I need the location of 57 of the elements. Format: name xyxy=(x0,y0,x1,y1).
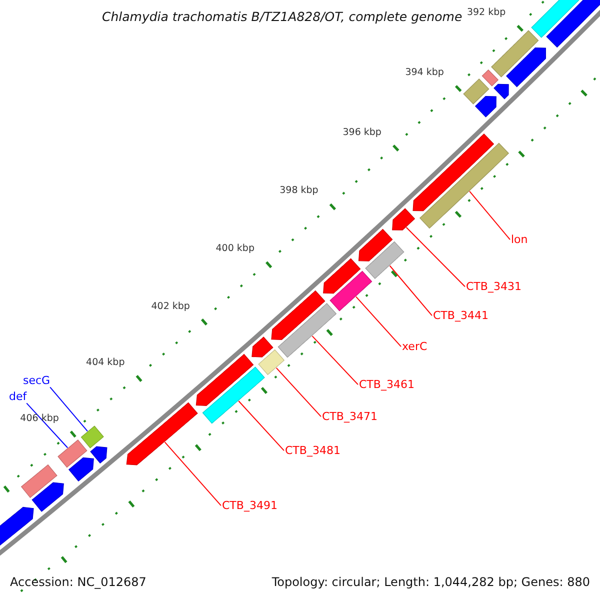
gene-label: CTB_3471 xyxy=(322,410,378,424)
scale-label: 402 kbp xyxy=(151,300,190,312)
gene-block xyxy=(474,96,496,118)
gene-block xyxy=(412,134,494,212)
accession-text: Accession: NC_012687 xyxy=(10,574,146,590)
leader-line xyxy=(312,336,358,386)
cog-bar xyxy=(80,426,104,448)
cog-bar xyxy=(463,78,490,104)
cog-bar xyxy=(330,270,372,312)
scale-label: 396 kbp xyxy=(342,126,382,138)
gene-label: xerC xyxy=(402,340,428,354)
gene-block xyxy=(358,228,393,262)
gene-label: CTB_3431 xyxy=(466,280,522,294)
leader-line xyxy=(26,402,68,448)
leader-line xyxy=(406,226,466,288)
scale-label: 404 kbp xyxy=(86,357,125,368)
gene-block xyxy=(126,402,198,466)
gene-block xyxy=(196,354,254,406)
gene-label: CTB_3491 xyxy=(222,499,278,512)
gene-block xyxy=(506,48,546,88)
cog-bar xyxy=(58,440,88,468)
gene-label: CTB_3461 xyxy=(359,378,414,392)
gene-block xyxy=(271,290,326,340)
gene-block xyxy=(392,208,416,230)
gene-block xyxy=(323,258,361,294)
cog-bar xyxy=(491,30,539,78)
scale-label: 392 kbp xyxy=(466,7,506,18)
cog-bar xyxy=(365,241,404,279)
leader-line xyxy=(50,386,88,432)
gene-block xyxy=(494,84,509,100)
cog-bar xyxy=(419,142,510,229)
genome-info-text: Topology: circular; Length: 1,044,282 bp; Genes: 880 xyxy=(272,574,590,590)
scale-label: 398 kbp xyxy=(280,185,318,197)
gene-block xyxy=(252,336,274,358)
leader-line xyxy=(164,442,222,506)
leader-line xyxy=(469,190,510,240)
cog-bar xyxy=(20,464,58,498)
scale-label: 394 kbp xyxy=(405,67,444,79)
cog-bar xyxy=(202,366,265,424)
gene-label: secG xyxy=(23,374,50,388)
gene-label: CTB_3481 xyxy=(285,444,340,458)
gene-block xyxy=(546,0,600,48)
gene-block xyxy=(68,457,94,482)
gene-block xyxy=(32,482,64,512)
title: Chlamydia trachomatis B/TZ1A828/OT, complete genome xyxy=(102,9,462,24)
scale-label: 400 kbp xyxy=(216,243,254,255)
gene-label: def xyxy=(9,390,27,404)
cog-bar xyxy=(258,349,285,376)
gene-block xyxy=(90,446,108,464)
leader-line xyxy=(356,296,402,348)
gene-label: lon xyxy=(511,233,528,246)
scale-label: 406 kbp xyxy=(20,412,59,424)
cog-bar xyxy=(482,69,499,86)
gene-label: CTB_3441 xyxy=(433,309,488,322)
cog-bar xyxy=(278,302,337,358)
leader-line xyxy=(389,265,432,316)
leader-line xyxy=(276,367,322,418)
